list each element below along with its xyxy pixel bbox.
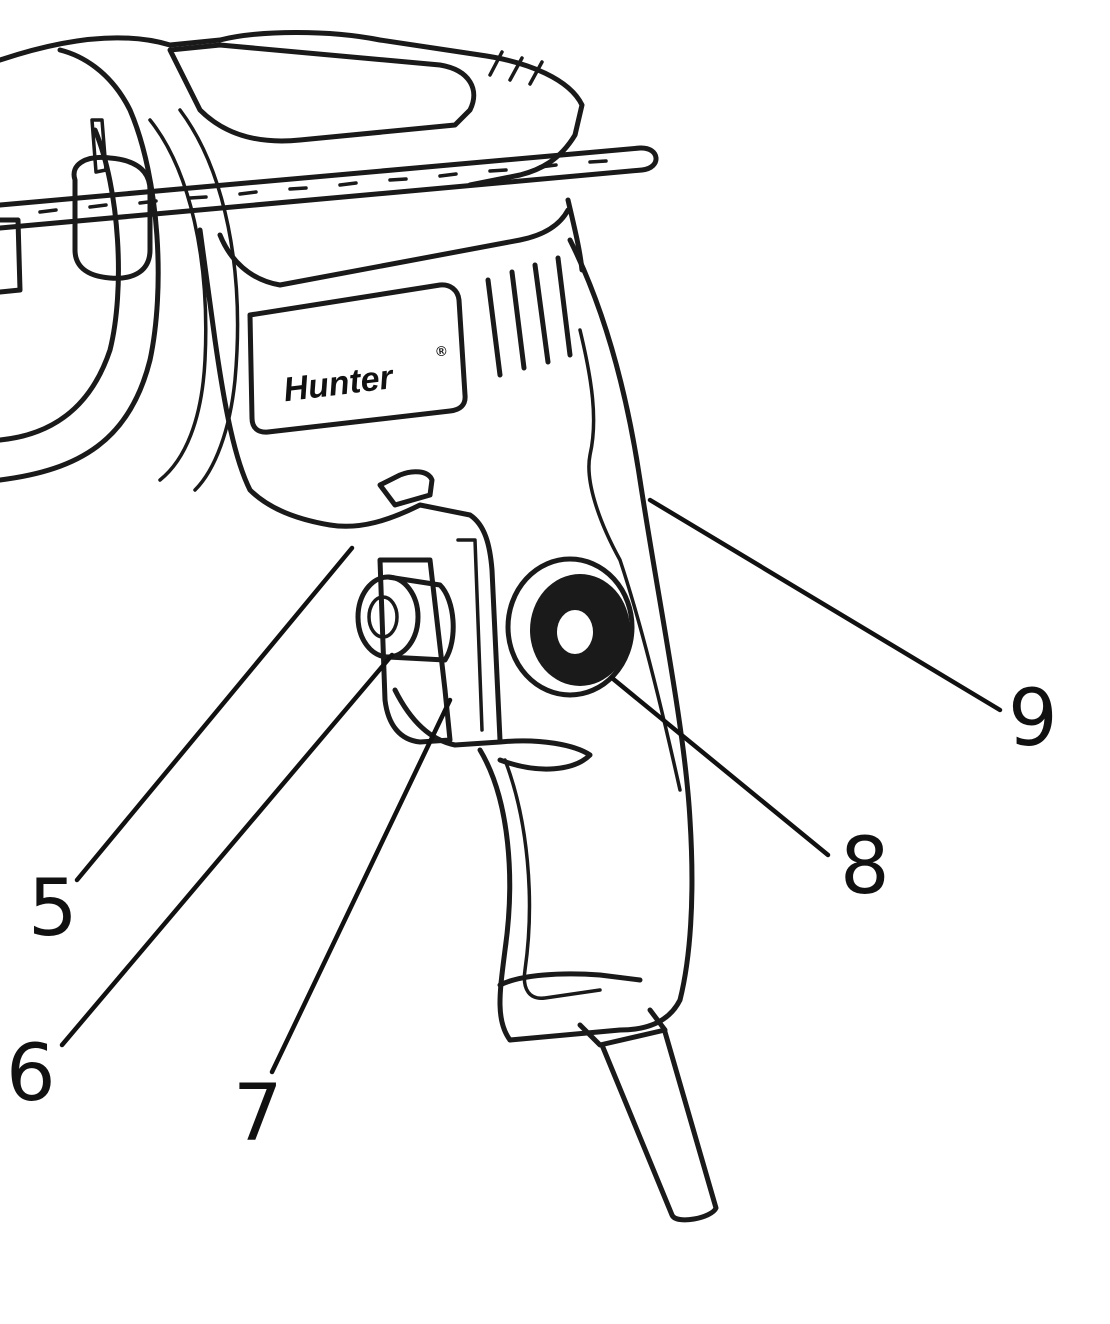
lock-button-face <box>355 574 421 660</box>
handle-base <box>497 971 643 988</box>
clamp-left-block <box>0 217 23 295</box>
drill-body: Hunter ® <box>0 30 659 528</box>
lock-button-center <box>367 595 399 639</box>
brand-logo-text: Hunter <box>281 358 396 409</box>
handle-front-outline <box>327 502 503 743</box>
depth-gauge-rod <box>0 145 659 231</box>
depth-gauge-markings <box>38 159 608 214</box>
leader-9 <box>647 497 1003 713</box>
leader-7 <box>269 697 453 1075</box>
lock-button-body <box>385 574 456 663</box>
power-cord <box>577 1007 719 1223</box>
brand-logo: Hunter ® <box>281 342 448 409</box>
callout-8: 8 <box>840 822 890 912</box>
leader-5 <box>74 545 355 883</box>
chuck-ring-line-2 <box>178 108 240 492</box>
top-vent-slots <box>488 50 544 86</box>
trigger-inner-line <box>456 538 484 732</box>
knob-center <box>557 610 593 654</box>
handle-inner-rear-line <box>578 328 682 792</box>
handle-grip-front <box>477 747 513 1043</box>
brand-logo-mark: ® <box>435 342 448 359</box>
reverse-switch-tab <box>377 469 435 508</box>
callout-labels: 5 6 7 8 9 <box>6 674 1058 1159</box>
motor-housing-top <box>0 30 585 188</box>
chuck-ring-inner <box>0 127 121 443</box>
logo-plate <box>247 282 468 435</box>
leader-lines <box>59 497 1003 1075</box>
clamp-bolt <box>90 118 108 174</box>
trigger-guard <box>392 687 593 772</box>
speed-control-knob <box>505 556 635 698</box>
callout-5: 5 <box>28 864 78 954</box>
leader-6 <box>59 652 395 1048</box>
callout-7: 7 <box>233 1069 283 1159</box>
handle-rear-outline <box>507 237 695 1043</box>
callout-9: 9 <box>1008 674 1058 764</box>
chuck-ring-line <box>148 118 208 482</box>
knob-outer-ring <box>505 556 635 698</box>
chuck-ring-outer <box>0 47 161 483</box>
trigger <box>377 557 453 745</box>
housing-vent-panel <box>167 42 477 144</box>
callout-6: 6 <box>6 1029 56 1119</box>
handle-grip-inner <box>503 758 602 1000</box>
cord-boot <box>577 1007 668 1048</box>
side-vent-slots <box>485 255 573 378</box>
cord-cable <box>599 1029 719 1223</box>
motor-housing-side <box>197 227 333 528</box>
drill-handle <box>327 237 695 1043</box>
motor-housing-lower <box>217 207 571 288</box>
leader-8 <box>609 675 831 858</box>
